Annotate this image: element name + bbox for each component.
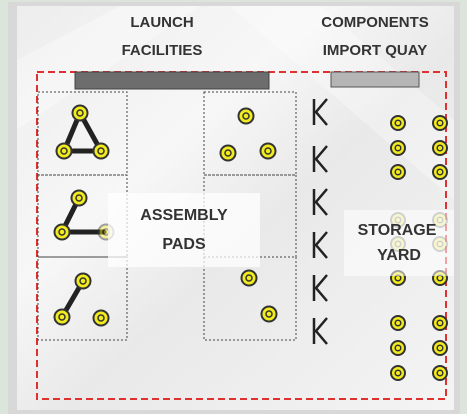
yellow-ring-node-icon xyxy=(259,142,277,160)
assembly-label-backdrop xyxy=(108,193,260,267)
storage-label-backdrop xyxy=(344,210,454,276)
gate-bracket-icon xyxy=(312,188,328,216)
storage-label-line1: STORAGE xyxy=(358,222,437,239)
yellow-ring-node-icon xyxy=(432,315,448,331)
yellow-ring-node-icon xyxy=(55,142,73,160)
gate-column xyxy=(312,98,328,345)
yellow-ring-node-icon xyxy=(53,308,71,326)
background-stripe xyxy=(17,6,200,130)
import-quay-bar xyxy=(330,71,420,88)
yellow-ring-node-icon xyxy=(432,340,448,356)
yellow-ring-node-icon xyxy=(74,272,92,290)
yellow-ring-node-icon xyxy=(219,144,237,162)
pad-nodes xyxy=(53,104,278,327)
yellow-ring-node-icon xyxy=(390,115,406,131)
yellow-ring-node-icon xyxy=(260,305,278,323)
gate-bracket-icon xyxy=(312,98,328,126)
assembly-pad xyxy=(37,256,128,341)
yellow-ring-node-icon xyxy=(53,223,71,241)
gate-bracket-icon xyxy=(312,145,328,173)
yellow-ring-node-icon xyxy=(390,164,406,180)
gate-bracket-icon xyxy=(312,274,328,302)
gate-bracket-icon xyxy=(312,231,328,259)
yellow-ring-node-icon xyxy=(92,142,110,160)
launch-label-line1: LAUNCH xyxy=(130,14,193,31)
assembly-label-line2: PADS xyxy=(162,236,206,253)
yellow-ring-node-icon xyxy=(390,140,406,156)
yellow-ring-node-icon xyxy=(390,315,406,331)
launch-label-line2: FACILITIES xyxy=(122,42,203,59)
assembly-label-line1: ASSEMBLY xyxy=(140,207,228,224)
yellow-ring-node-icon xyxy=(432,140,448,156)
components-label-line2: IMPORT QUAY xyxy=(323,42,427,59)
components-label-line1: COMPONENTS xyxy=(321,14,429,31)
yellow-ring-node-icon xyxy=(240,269,258,287)
yellow-ring-node-icon xyxy=(70,189,88,207)
yellow-ring-node-icon xyxy=(92,309,110,327)
yellow-ring-node-icon xyxy=(390,365,406,381)
storage-label-line2: YARD xyxy=(377,247,421,264)
launch-facilities-bar xyxy=(74,71,270,90)
yellow-ring-node-icon xyxy=(390,340,406,356)
gate-bracket-icon xyxy=(312,317,328,345)
yellow-ring-node-icon xyxy=(432,115,448,131)
yellow-ring-node-icon xyxy=(432,164,448,180)
yellow-ring-node-icon xyxy=(237,107,255,125)
yellow-ring-node-icon xyxy=(432,365,448,381)
yellow-ring-node-icon xyxy=(71,104,89,122)
